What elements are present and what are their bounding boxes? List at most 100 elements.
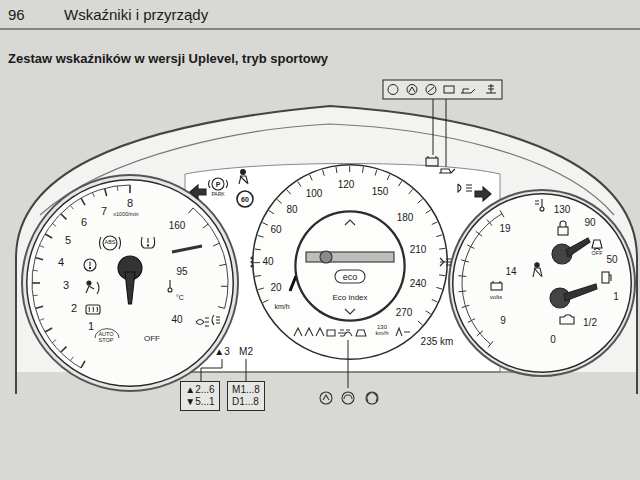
scale-ticks (323, 170, 325, 176)
scale-number: 100 (306, 189, 323, 199)
icon-callout (407, 85, 417, 95)
telltale-icons (440, 258, 451, 266)
multi-gauge-details (533, 268, 542, 277)
scale-ticks (219, 264, 226, 265)
multi-gauge-details (558, 227, 568, 235)
gauge-faces (252, 164, 448, 360)
scale-ticks (70, 205, 73, 209)
scale-ticks (35, 258, 43, 260)
callout-box: ▲2...6▼5...1 (180, 381, 219, 411)
scale-number: 240 (410, 279, 427, 289)
speedometer-details (366, 392, 378, 404)
scale-number: km/h (274, 303, 289, 310)
scale-ticks (52, 340, 56, 343)
scale-ticks (81, 361, 85, 368)
scale-ticks (287, 190, 291, 195)
scale-ticks (61, 214, 67, 220)
eco-text: Eco index (332, 294, 367, 302)
callout-leaders (201, 359, 222, 381)
scale-ticks (33, 270, 38, 272)
telltale-icons (239, 176, 248, 184)
gauge-faces (452, 193, 632, 373)
scale-number: x1000/min (113, 212, 138, 218)
scale-number: 20 (270, 283, 281, 293)
scale-number: 40 (171, 315, 182, 325)
scale-number: 80 (286, 205, 297, 215)
multi-gauge-details (560, 221, 566, 227)
scale-ticks (436, 235, 442, 237)
scale-ticks (409, 189, 413, 194)
scale-ticks (189, 208, 194, 213)
scale-ticks (129, 185, 131, 193)
icon-text: PARK (211, 192, 224, 197)
header-rule (0, 29, 640, 30)
telltale-icons (212, 178, 224, 190)
scale-number: °C (176, 294, 184, 301)
tachometer-icons (89, 307, 98, 312)
scale-ticks (439, 248, 445, 250)
tachometer-icons (87, 281, 91, 285)
telltale-icons (190, 185, 206, 199)
icon-callout (388, 85, 398, 95)
scale-number: 120 (338, 180, 355, 190)
scale-number: 180 (397, 213, 414, 223)
scale-ticks (93, 193, 95, 198)
gauge-faces (22, 175, 238, 391)
telltale-icons (251, 257, 253, 259)
scale-ticks (32, 282, 40, 284)
scale-number: 19 (499, 224, 510, 234)
telltale-icons (428, 156, 436, 158)
scale-ticks (362, 167, 364, 173)
tachometer-icons (100, 237, 121, 249)
scale-ticks (213, 243, 219, 246)
scale-ticks (40, 319, 45, 321)
speed-limit-sign: 60 (241, 196, 249, 203)
scale-ticks (33, 295, 38, 297)
multi-gauge-details (493, 281, 500, 283)
scale-number: OFF (592, 251, 603, 257)
tachometer-icons (212, 315, 220, 325)
scale-number: 50 (606, 255, 617, 265)
scale-ticks (310, 175, 313, 180)
tachometer-icons (84, 259, 96, 271)
speedometer-details (294, 328, 324, 336)
speedometer-details (327, 330, 346, 336)
scale-number: 130 (554, 205, 571, 215)
scale-ticks (349, 166, 350, 172)
scale-number: 9 (500, 316, 506, 326)
scale-number: 0 (550, 335, 556, 345)
tachometer-icons (168, 288, 172, 292)
telltale-icons (241, 170, 246, 175)
tachometer-icons (169, 280, 170, 288)
speedometer-details (323, 395, 329, 400)
multi-gauge-details (609, 275, 611, 281)
multi-gauge-details (491, 283, 502, 290)
scale-number: 90 (584, 218, 595, 228)
tachometer-icons (147, 245, 148, 246)
scale-number: 270 (396, 308, 413, 318)
multi-gauge-details (566, 238, 590, 257)
scale-ticks (462, 214, 502, 345)
scale-ticks (436, 287, 442, 289)
scale-number: 150 (372, 187, 389, 197)
scale-number: 6 (81, 217, 87, 228)
tachometer-icons (89, 262, 90, 267)
scale-ticks (269, 211, 274, 214)
scale-number: volts (490, 294, 502, 300)
callout-box: M1...8D1...8 (227, 381, 265, 411)
scale-ticks (52, 223, 56, 226)
scale-number: OFF (144, 335, 160, 343)
eco-text: eco (343, 273, 358, 282)
icon-callout (486, 84, 496, 93)
scale-number: AUTO STOP (95, 332, 117, 343)
scale-ticks (432, 222, 438, 225)
multi-gauge-details (540, 207, 544, 211)
scale-number: 95 (176, 267, 187, 277)
scale-ticks (258, 236, 264, 238)
icon-text: 130 km/h (374, 324, 390, 336)
section-header: Wskaźniki i przyrządy (64, 7, 208, 22)
scale-ticks (35, 306, 43, 308)
speedometer-details (342, 392, 354, 404)
telltale-icons (475, 187, 491, 201)
